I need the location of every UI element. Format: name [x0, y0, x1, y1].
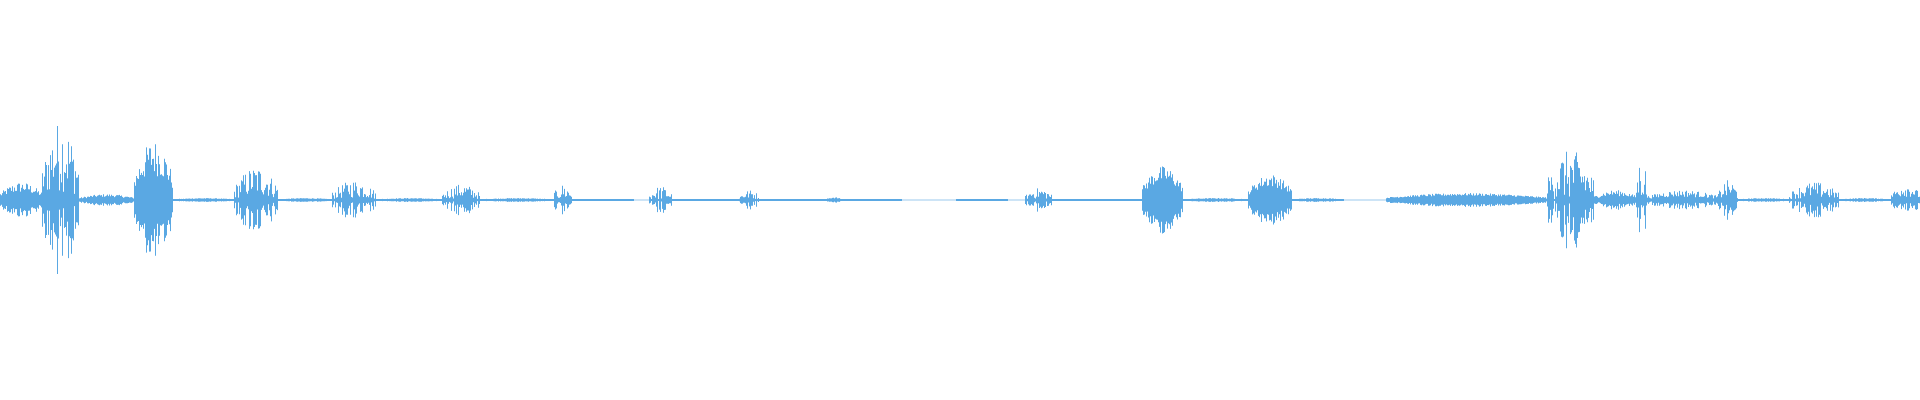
- waveform-samples: [0, 126, 1920, 274]
- waveform-path: [0, 126, 1920, 274]
